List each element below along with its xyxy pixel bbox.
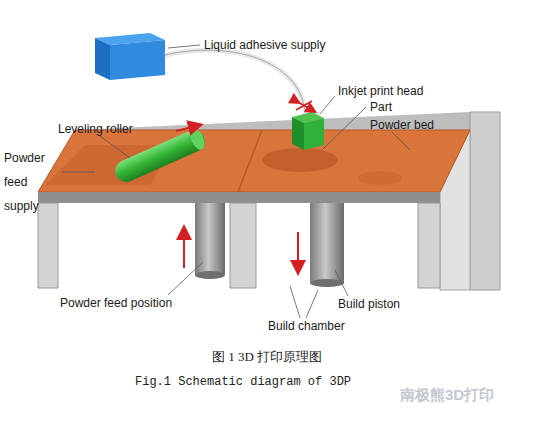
part-label: Part [370, 100, 392, 114]
part-label: Leveling roller [58, 122, 133, 136]
part-label: Powder feed position [60, 296, 172, 310]
part-label: Powder feed supply [4, 146, 62, 218]
part-label: Liquid adhesive supply [204, 38, 325, 52]
part-label: Build chamber [268, 319, 345, 333]
figure-caption: 图 1 3D 打印原理图 [212, 350, 322, 364]
watermark: 南极熊3D打印 [400, 388, 494, 402]
figure-caption: Fig.1 Schematic diagram of 3DP [135, 375, 351, 389]
part-label: Powder bed [370, 118, 434, 132]
part-label: Build piston [338, 297, 400, 311]
part-label: Inkjet print head [338, 84, 423, 98]
